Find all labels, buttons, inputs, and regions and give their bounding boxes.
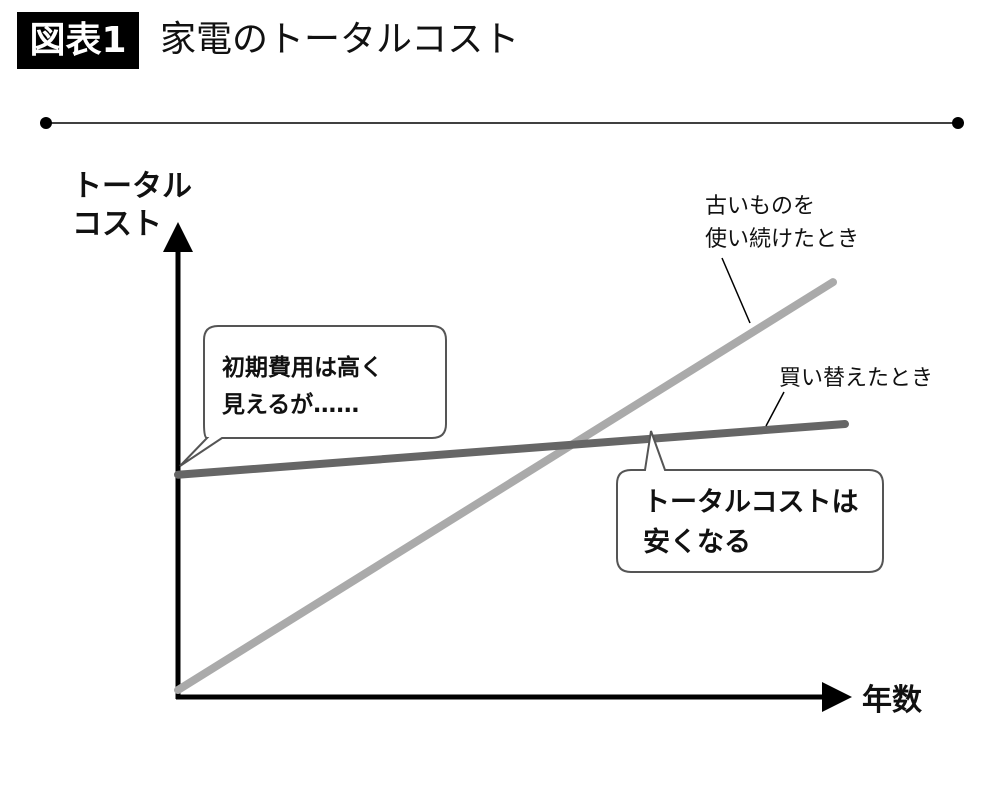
- y-axis-label-line2: コスト: [72, 207, 162, 242]
- divider-dot-left: [40, 117, 52, 129]
- series-line-replace: [174, 419, 849, 479]
- callout-initial-cost: [179, 325, 447, 467]
- callout-total-cost-line1: トータルコストは: [643, 487, 858, 518]
- callout-total-cost: [616, 430, 884, 573]
- figure-number-badge: 図表1: [17, 12, 139, 69]
- callout-initial-cost-line1: 初期費用は高く: [222, 354, 383, 381]
- y-axis-arrow: [163, 222, 193, 252]
- leader-line-replace: [765, 391, 785, 427]
- y-axis-label-line1: トータル: [72, 169, 192, 204]
- x-axis-label: 年数: [862, 683, 923, 718]
- series-label-keep-old-line1: 古いものを: [705, 194, 815, 219]
- leader-line-keep-old: [721, 257, 751, 324]
- callout-total-cost-line2: 安くなる: [643, 527, 751, 558]
- series-label-replace: 買い替えたとき: [779, 366, 933, 391]
- x-axis-arrow: [822, 682, 852, 712]
- series-label-keep-old-line2: 使い続けたとき: [705, 227, 859, 252]
- divider-dot-right: [952, 117, 964, 129]
- callout-initial-cost-line2: 見えるが……: [222, 391, 359, 418]
- series-line-keep-old: [174, 278, 837, 694]
- figure-title: 家電のトータルコスト: [160, 19, 520, 60]
